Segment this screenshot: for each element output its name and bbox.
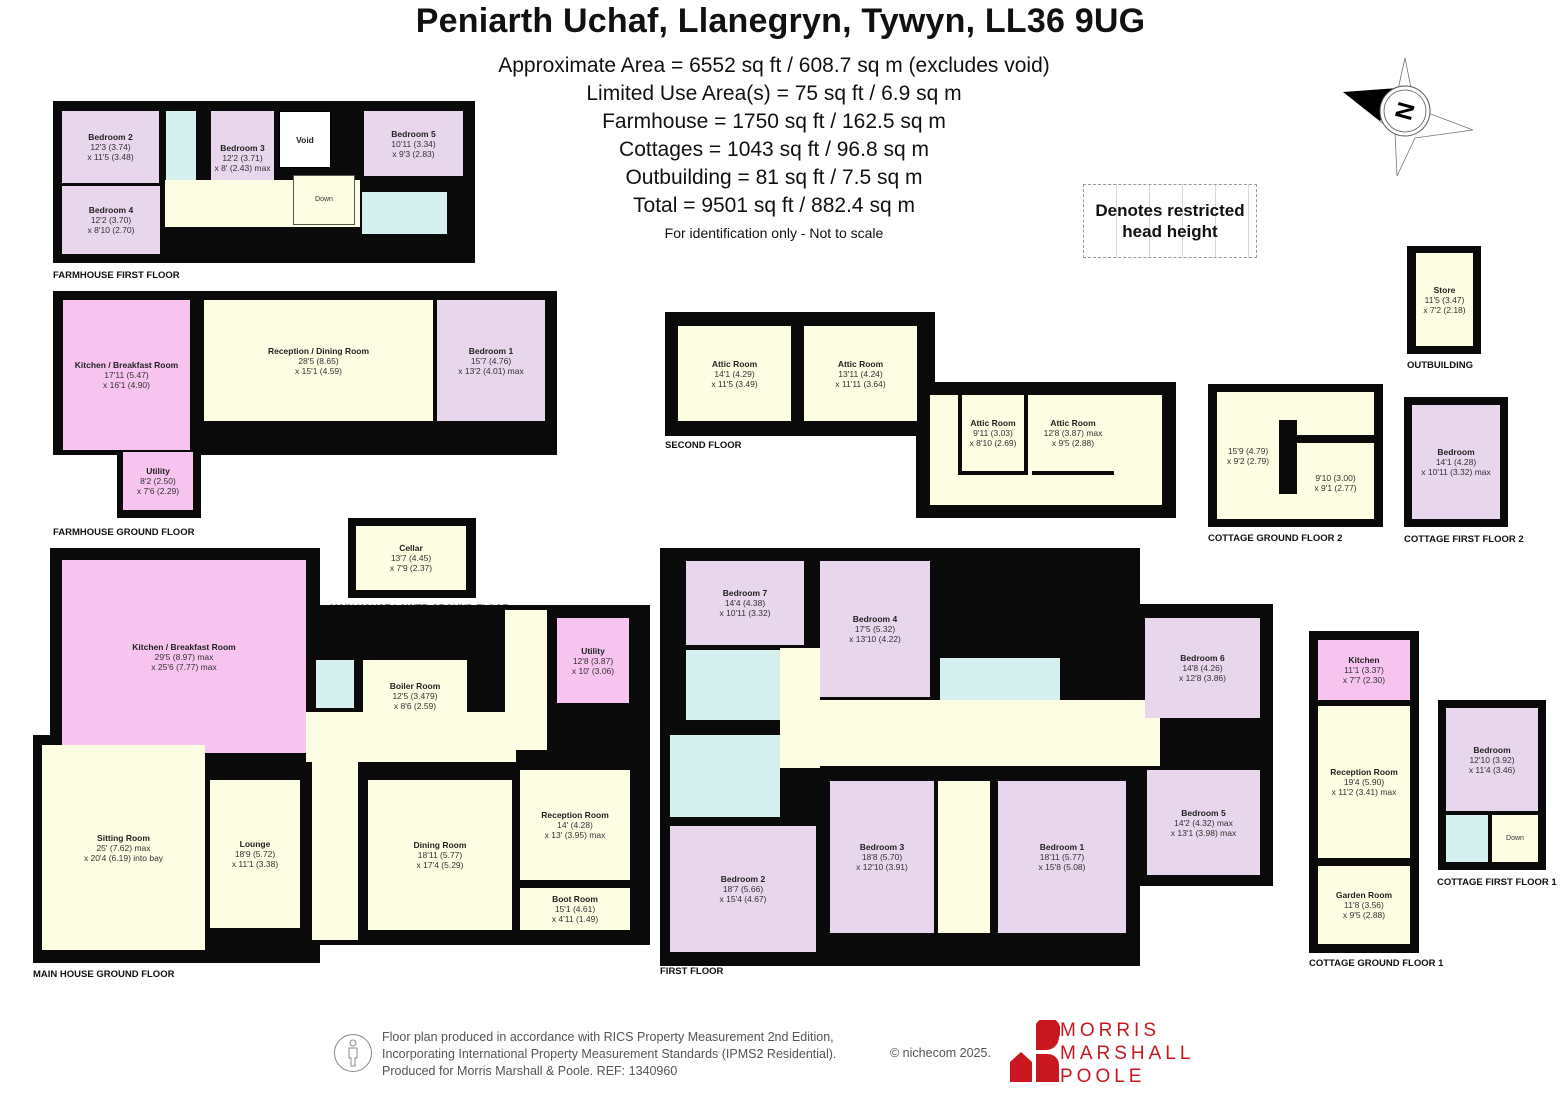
floor-label-second: SECOND FLOOR: [665, 440, 742, 451]
room-boot: Boot Room 15'1 (4.61) x 4'11 (1.49): [520, 888, 630, 930]
room-cottage1-bathroom: [1446, 815, 1488, 862]
area-total: Total = 9501 sq ft / 882.4 sq m: [633, 194, 915, 217]
first-floor-landing: [780, 700, 1160, 766]
cottage1-landing: Down: [1492, 815, 1538, 862]
floor-label-cottage-first-1: COTTAGE FIRST FLOOR 1: [1437, 877, 1557, 888]
room-bedroom-7: Bedroom 7 14'4 (4.38) x 10'11 (3.32): [686, 561, 804, 645]
room-cottage1-reception: Reception Room 19'4 (5.90) x 11'2 (3.41)…: [1318, 706, 1410, 858]
room-bathroom-7: [686, 650, 780, 720]
room-attic-4: Attic Room 12'8 (3.87) max x 9'5 (2.88): [1032, 395, 1114, 475]
room-dining: Dining Room 18'11 (5.77) x 17'4 (5.29): [368, 780, 512, 930]
room-bedroom-2-first: Bedroom 2 18'7 (5.66) x 15'4 (4.67): [670, 826, 816, 952]
room-bedroom-1-first: Bedroom 1 18'11 (5.77) x 15'8 (5.08): [998, 781, 1126, 933]
floor-label-cottage-first-2: COTTAGE FIRST FLOOR 2: [1404, 534, 1524, 545]
legend-label: Denotes restricted head height: [1095, 201, 1245, 241]
floor-label-main-ground: MAIN HOUSE GROUND FLOOR: [33, 969, 175, 980]
identification-note: For identification only - Not to scale: [664, 225, 884, 241]
room-bedroom-4: Bedroom 4 12'2 (3.70) x 8'10 (2.70): [62, 186, 160, 254]
ipms-person-icon: [333, 1033, 373, 1073]
area-approx: Approximate Area = 6552 sq ft / 608.7 sq…: [498, 54, 1050, 77]
room-sitting: Sitting Room 25' (7.62) max x 20'4 (6.19…: [42, 745, 205, 950]
room-bedroom-5-first: Bedroom 5 14'2 (4.32) max x 13'1 (3.98) …: [1147, 770, 1260, 875]
room-cottage1-garden: Garden Room 11'8 (3.56) x 9'5 (2.88): [1318, 866, 1410, 944]
page-title: Peniarth Uchaf, Llanegryn, Tywyn, LL36 9…: [415, 2, 1146, 40]
area-outbuilding: Outbuilding = 81 sq ft / 7.5 sq m: [625, 166, 923, 189]
room-bathroom-2: [670, 735, 780, 817]
room-cellar: Cellar 13'7 (4.45) x 7'9 (2.37): [356, 526, 466, 590]
room-ensuite: [166, 111, 196, 181]
svg-text:N: N: [1390, 99, 1421, 123]
room-void: Void: [279, 111, 331, 168]
room-reception: Reception Room 14' (4.28) x 13' (3.95) m…: [520, 770, 630, 880]
floor-label-farmhouse-ground: FARMHOUSE GROUND FLOOR: [53, 527, 195, 538]
room-utility: Utility 8'2 (2.50) x 7'6 (2.29): [123, 452, 193, 510]
room-store: Store 11'5 (3.47) x 7'2 (2.18): [1416, 253, 1473, 346]
floor-label-cottage-ground-1: COTTAGE GROUND FLOOR 1: [1309, 958, 1444, 969]
compass-north-icon: N: [1340, 57, 1475, 180]
floor-label-farmhouse-first: FARMHOUSE FIRST FLOOR: [53, 270, 180, 281]
floor-label-outbuilding: OUTBUILDING: [1407, 360, 1473, 371]
room-bedroom-5: Bedroom 5 10'11 (3.34) x 9'3 (2.83): [364, 111, 463, 176]
room-attic-3: Attic Room 9'11 (3.03) x 8'10 (2.69): [958, 395, 1028, 475]
footer-disclaimer: Floor plan produced in accordance with R…: [382, 1030, 837, 1078]
area-cottages: Cottages = 1043 sq ft / 96.8 sq m: [619, 138, 929, 161]
room-bedroom-2: Bedroom 2 12'3 (3.74) x 11'5 (3.48): [62, 111, 159, 183]
hallway-main: [306, 712, 516, 762]
cottage2-chimney: [1279, 420, 1297, 494]
first-floor-landing-2: [780, 648, 820, 768]
room-wc: [316, 660, 354, 708]
room-bedroom-1: Bedroom 1 15'7 (4.76) x 13'2 (4.01) max: [437, 300, 545, 421]
room-cottage1-kitchen: Kitchen 11'1 (3.37) x 7'7 (2.30): [1318, 640, 1410, 700]
room-utility-main: Utility 12'8 (3.87) x 10' (3.06): [557, 618, 629, 703]
room-attic-2: Attic Room 13'11 (4.24) x 11'11 (3.64): [804, 326, 917, 421]
room-bedroom-3-first: Bedroom 3 18'8 (5.70) x 12'10 (3.91): [830, 781, 934, 933]
footer-copyright: © nichecom 2025.: [890, 1046, 991, 1060]
entrance-hall: [312, 755, 358, 940]
area-summary: Approximate Area = 6552 sq ft / 608.7 sq…: [374, 52, 1174, 244]
room-bedroom-6: Bedroom 6 14'8 (4.26) x 12'8 (3.86): [1145, 618, 1260, 718]
brand-name: MORRIS MARSHALL POOLE: [1060, 1020, 1195, 1087]
room-cottage2-main: 15'9 (4.79) x 9'2 (2.79): [1217, 392, 1279, 519]
hallway-main-2: [505, 610, 547, 750]
cottage2-partition: [1297, 435, 1374, 443]
room-bedroom-4-first: Bedroom 4 17'5 (5.32) x 13'10 (4.22): [820, 561, 930, 697]
area-limited-use: Limited Use Area(s) = 75 sq ft / 6.9 sq …: [586, 82, 962, 105]
room-kitchen-breakfast-main: Kitchen / Breakfast Room 29'5 (8.97) max…: [62, 560, 306, 753]
first-floor-corridor: [938, 781, 990, 933]
stairs-down: Down: [293, 175, 355, 225]
floor-label-first: FIRST FLOOR: [660, 966, 724, 977]
brand-logo-icon: [1010, 1017, 1061, 1084]
room-lounge: Lounge 18'9 (5.72) x 11'1 (3.38): [210, 780, 300, 928]
room-cottage2-second: 9'10 (3.00) x 9'1 (2.77): [1297, 447, 1374, 519]
room-reception-dining: Reception / Dining Room 28'5 (8.65) x 15…: [204, 300, 433, 421]
room-cottage2-bedroom: Bedroom 14'1 (4.28) x 10'11 (3.32) max: [1412, 405, 1500, 519]
restricted-head-height-legend: Denotes restricted head height: [1083, 184, 1257, 258]
room-bathroom: [362, 192, 447, 234]
room-attic-1: Attic Room 14'1 (4.29) x 11'5 (3.49): [678, 326, 791, 421]
area-farmhouse: Farmhouse = 1750 sq ft / 162.5 sq m: [602, 110, 946, 133]
room-cottage1-bedroom: Bedroom 12'10 (3.92) x 11'4 (3.46): [1446, 708, 1538, 811]
floor-label-cottage-ground-2: COTTAGE GROUND FLOOR 2: [1208, 533, 1343, 544]
room-kitchen-breakfast: Kitchen / Breakfast Room 17'11 (5.47) x …: [63, 300, 190, 450]
